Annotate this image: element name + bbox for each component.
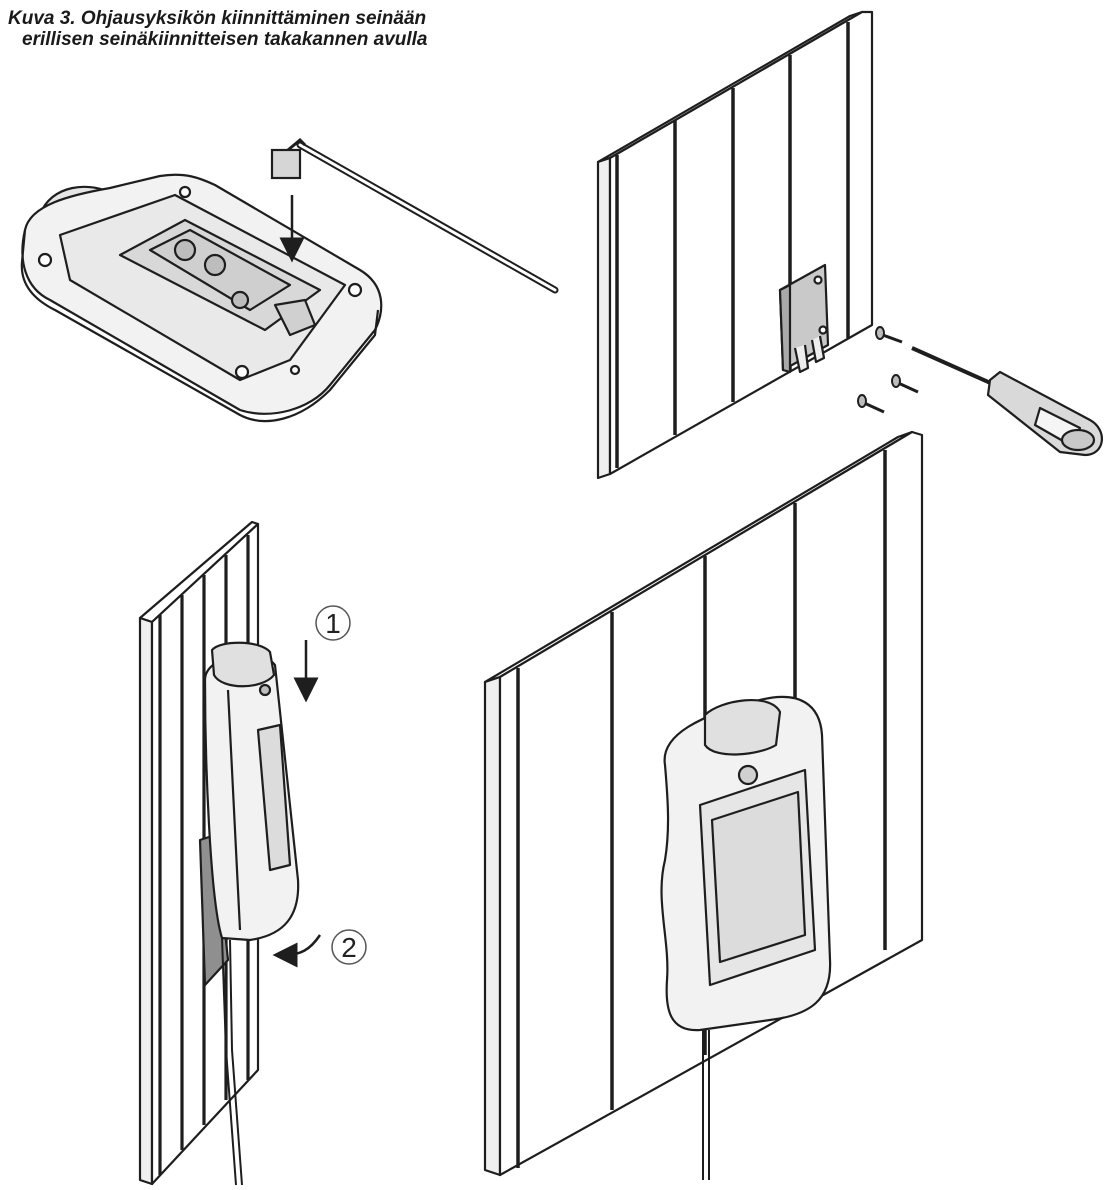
screw-icon	[857, 394, 885, 414]
mounted-cable	[702, 1030, 710, 1180]
mounting-screws	[857, 326, 919, 414]
control-unit-back-view	[20, 173, 383, 423]
figure-caption: Kuva 3. Ohjausyksikön kiinnittäminen sei…	[8, 8, 608, 50]
side-cable	[221, 937, 243, 1186]
screwdriver-icon	[911, 346, 1103, 457]
control-unit-side-view	[198, 641, 300, 987]
step-2-label: 2	[341, 932, 357, 963]
wall-bracket	[778, 263, 830, 374]
step-1-marker: 1	[315, 605, 351, 641]
step-2-marker: 2	[331, 929, 367, 965]
cable-plug	[270, 148, 302, 180]
step-1-label: 1	[325, 608, 341, 639]
caption-line-2: erillisen seinäkiinnitteisen takakannen …	[22, 29, 428, 50]
press-in-arrow	[272, 934, 322, 968]
control-unit-mounted	[660, 695, 832, 1032]
screw-icon	[891, 374, 919, 394]
cable-with-plug	[270, 137, 559, 294]
caption-line-1: Kuva 3. Ohjausyksikön kiinnittäminen sei…	[8, 8, 427, 29]
screw-icon	[875, 326, 903, 344]
wall-panel-top	[596, 10, 874, 480]
